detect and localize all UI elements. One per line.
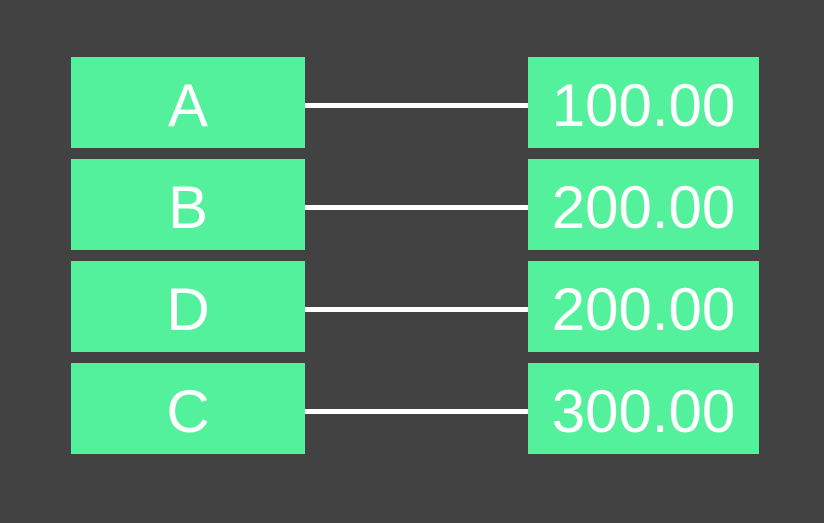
key-label: A: [167, 71, 209, 139]
connector-wrap: [305, 57, 528, 148]
pair-row-a: A 100.00: [71, 57, 759, 148]
connector-wrap: [305, 159, 528, 250]
value-label: 300.00: [551, 377, 736, 445]
key-node-d: D: [71, 261, 305, 352]
value-node-c: 300.00: [528, 363, 759, 454]
key-label: C: [166, 377, 210, 445]
pair-row-b: B 200.00: [71, 159, 759, 250]
mapping-diagram: A 100.00 B 200.00 D 200.00 C: [71, 57, 759, 454]
value-node-b: 200.00: [528, 159, 759, 250]
connector-line: [305, 205, 528, 210]
value-label: 200.00: [551, 275, 736, 343]
key-label: D: [166, 275, 210, 343]
connector-wrap: [305, 261, 528, 352]
value-node-a: 100.00: [528, 57, 759, 148]
connector-line: [305, 103, 528, 108]
connector-line: [305, 409, 528, 414]
value-label: 200.00: [551, 173, 736, 241]
value-label: 100.00: [551, 71, 736, 139]
key-node-c: C: [71, 363, 305, 454]
value-node-d: 200.00: [528, 261, 759, 352]
key-node-a: A: [71, 57, 305, 148]
connector-wrap: [305, 363, 528, 454]
pair-row-d: D 200.00: [71, 261, 759, 352]
key-node-b: B: [71, 159, 305, 250]
connector-line: [305, 307, 528, 312]
pair-row-c: C 300.00: [71, 363, 759, 454]
key-label: B: [167, 173, 209, 241]
